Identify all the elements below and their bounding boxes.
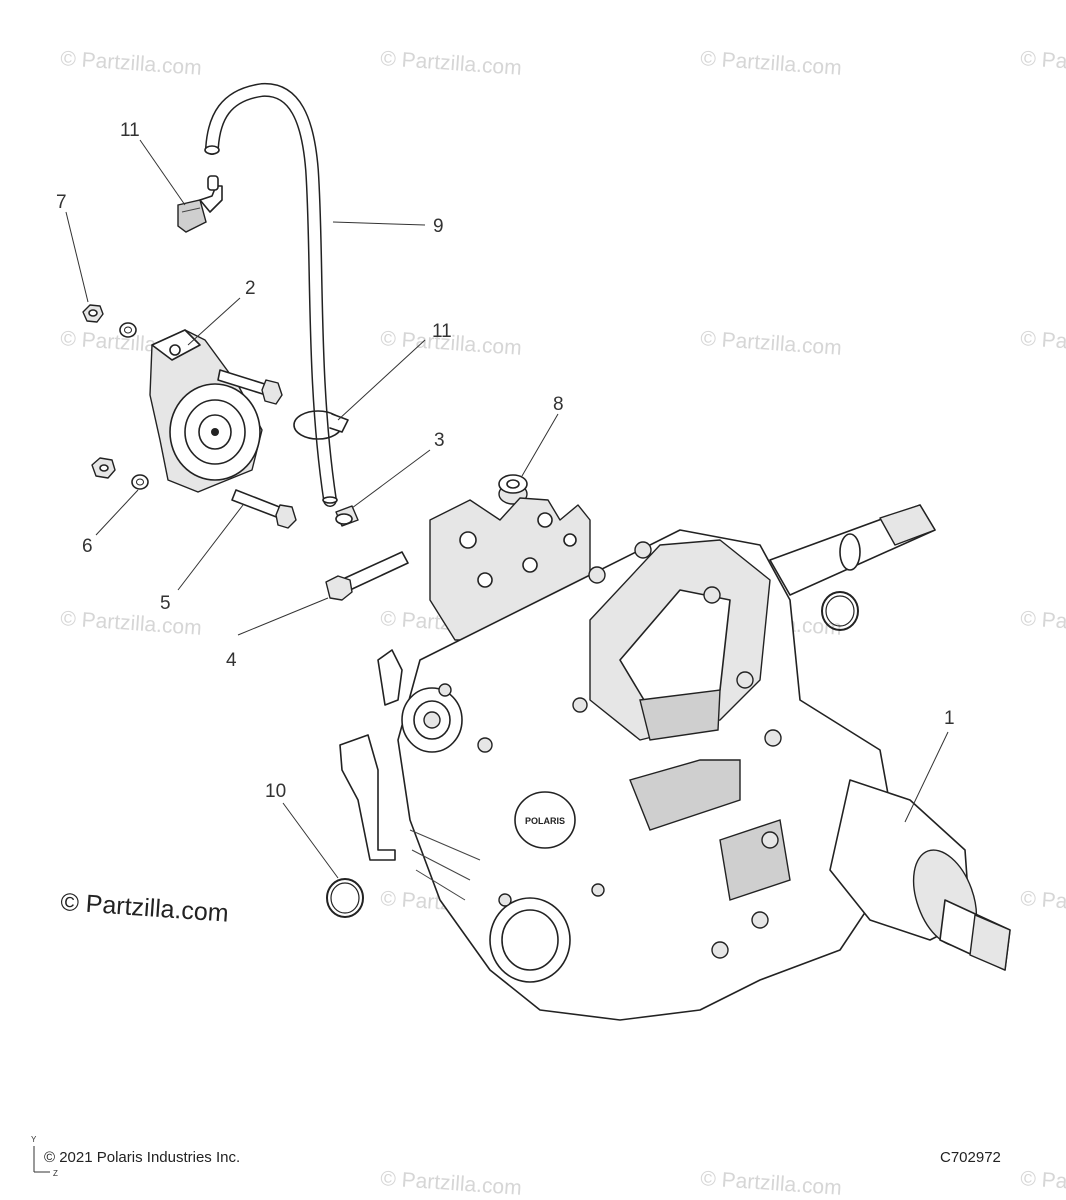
- watermark: © Partzilla.com: [60, 47, 203, 80]
- part-o-ring-left: [326, 878, 364, 918]
- callout-1: 1: [944, 708, 955, 729]
- diagram-code: C702972: [940, 1149, 1001, 1166]
- watermark: © Partzilla.com: [700, 1167, 843, 1200]
- watermark: © Partzilla.com: [1020, 1167, 1066, 1200]
- part-o-ring-right: [821, 591, 859, 631]
- brand-watermark: © Partzilla.com: [60, 888, 230, 928]
- axis-indicator: Y Z: [31, 1135, 58, 1178]
- emblem-text: POLARIS: [525, 816, 565, 826]
- watermark: © Partzilla.com: [1020, 47, 1066, 80]
- part-sensor-housing: [149, 329, 263, 493]
- part-dowel-pin: [335, 505, 359, 527]
- callout-8: 8: [553, 394, 564, 415]
- part-vent-hose: [204, 82, 338, 507]
- watermark: © Partzilla.com: [700, 47, 843, 80]
- watermark: © Partzilla.com: [1020, 607, 1066, 640]
- callout-4: 4: [226, 650, 237, 671]
- part-nut: [82, 304, 104, 323]
- watermark: © Partzilla.com: [60, 607, 203, 640]
- watermark: © Partzilla.com: [380, 1167, 523, 1200]
- callout-2: 2: [245, 278, 256, 299]
- callout-10: 10: [265, 781, 286, 802]
- callout-11-middle: 11: [432, 321, 452, 342]
- part-long-bolt: [325, 551, 409, 601]
- watermark: © Partzilla.com: [1020, 327, 1066, 360]
- callout-7: 7: [56, 192, 67, 213]
- part-washer-lower: [91, 457, 149, 490]
- part-washer: [119, 322, 137, 338]
- callout-11-top: 11: [120, 120, 140, 141]
- axis-label-z: Z: [53, 1169, 58, 1178]
- callout-labels: 1 2 3 4 5 6 7 8 9 10 11 11: [56, 120, 955, 802]
- part-hose-clamp: [293, 410, 349, 440]
- leader-lines: [65, 139, 949, 879]
- part-bolt: [231, 489, 297, 529]
- watermark: © Partzilla.com: [380, 47, 523, 80]
- callout-3: 3: [434, 430, 445, 451]
- callout-5: 5: [160, 593, 171, 614]
- part-hose-fitting: [177, 175, 223, 233]
- copyright-text: © 2021 Polaris Industries Inc.: [44, 1149, 240, 1166]
- part-bolt-upper: [217, 369, 283, 405]
- callout-9: 9: [433, 216, 444, 237]
- part-gearcase-assembly: POLARIS: [339, 497, 1011, 1021]
- watermark: © Partzilla.com: [1020, 887, 1066, 920]
- watermark: © Partzilla.com: [700, 327, 843, 360]
- axis-label-y: Y: [31, 1135, 37, 1144]
- callout-6: 6: [82, 536, 93, 557]
